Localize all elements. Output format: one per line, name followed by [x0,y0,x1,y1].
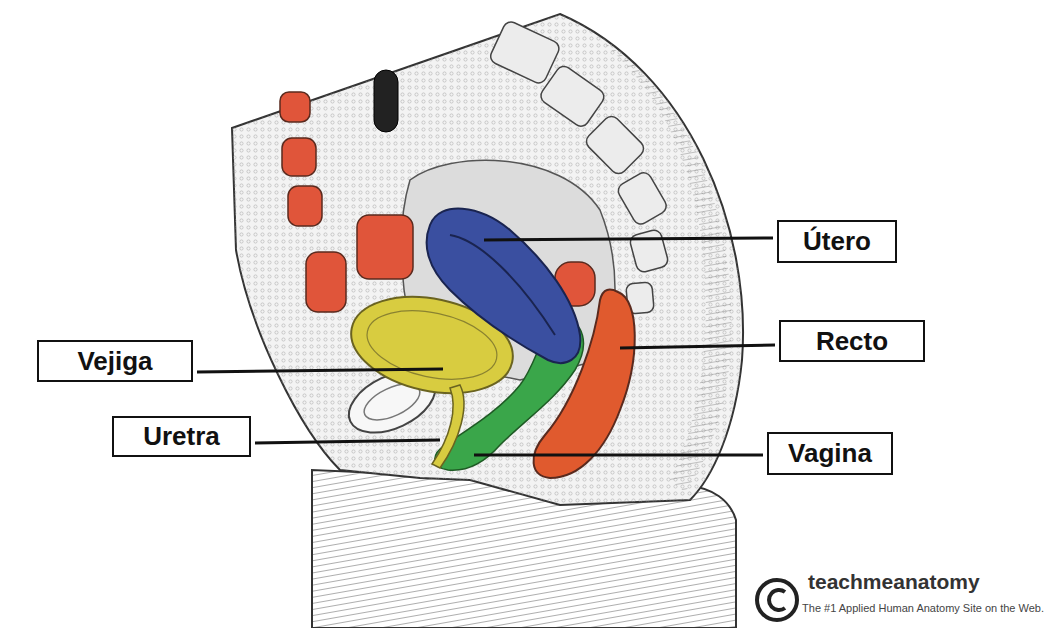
organ-label: Vejiga [39,342,191,380]
vertebra [538,63,607,129]
label-box: Vagina [767,432,893,475]
label-box: Uretra [112,416,251,457]
label-box: Útero [777,220,897,263]
organ-label: Útero [779,222,895,261]
leader-line [474,454,763,457]
loop [280,92,310,122]
organ-label: Uretra [114,418,249,455]
uterine-cavity [450,235,555,335]
buttock-shading [600,40,731,492]
logo-ring [757,580,797,620]
label-box: Recto [779,320,925,362]
tissue-texture [232,14,743,505]
vertebra [583,113,647,177]
vertebra [615,170,669,227]
vessel [374,70,398,132]
loop [288,186,322,226]
uterus [427,209,581,363]
leader-line [197,369,443,372]
organ-label: Vagina [769,434,891,473]
organ-label: Recto [781,322,923,360]
loop [282,138,316,176]
watermark-title: teachmeanatomy [808,570,980,594]
body-section [232,14,743,505]
leader-line [620,345,775,348]
watermark-tagline: The #1 Applied Human Anatomy Site on the… [802,602,1044,614]
urethra [432,385,464,468]
loop [357,215,413,279]
label-box: Vejiga [37,340,193,382]
leader-line [255,440,440,443]
logo-c [769,590,785,610]
loop [306,252,346,312]
copyright-logo [757,580,797,620]
vertebra [629,229,670,274]
vertebra [488,19,561,85]
leader-lines [197,238,775,455]
leader-line [484,238,773,240]
